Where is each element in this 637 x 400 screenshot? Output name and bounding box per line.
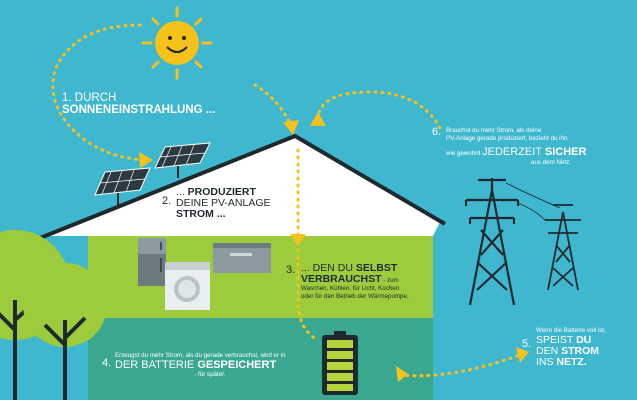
step6-number: 6. (432, 126, 442, 138)
step2-text: 2. ... PRODUZIERT DEINE PV-ANLAGE STROM … (162, 186, 271, 221)
step2-line1-bold: PRODUZIERT (187, 186, 256, 198)
step6-line4: aus dem Netz. (531, 159, 571, 167)
step1-text: 1. DURCH SONNENEINSTRAHLUNG ... (62, 92, 215, 116)
step6-text: 6. Brauchst du mehr Strom, als deine PV-… (432, 126, 587, 167)
step3-line1-bold: SELBST (355, 262, 398, 274)
step4-text: 4. Erzeugst du mehr Strom, als du gerade… (102, 352, 286, 379)
power-lines (505, 182, 561, 221)
power-tower-icon (464, 178, 520, 306)
step5-line1: SPEIST (536, 333, 577, 346)
step5-line3-bold: NETZ. (556, 355, 587, 368)
step5-line2-bold: STROM (561, 344, 600, 357)
house-lower-floor (88, 318, 433, 400)
step3-text: 3. ... DEN DU SELBST VERBRAUCHST - zum W… (286, 262, 409, 301)
step3-line2: VERBRAUCHST (301, 273, 382, 286)
step5-line3: INS (536, 355, 557, 368)
power-tower-icon (545, 204, 581, 291)
step3-line3: Waschen, Kühlen, für Licht, Kochen (301, 285, 400, 293)
house-roof (45, 138, 440, 236)
step3-line2-small: - zum (381, 277, 399, 285)
step5-line1-bold: DU (576, 333, 592, 346)
step1-number: 1. (62, 92, 72, 104)
step5-number: 5. (522, 338, 532, 350)
step1-line2: SONNENEINSTRAHLUNG ... (62, 104, 216, 117)
step1-line1: DURCH (74, 92, 117, 104)
step2-line2: DEINE PV-ANLAGE (176, 197, 271, 210)
step5-line2: DEN (536, 344, 562, 357)
step6-line3-bold: SICHER (544, 145, 587, 158)
step4-big-pre: DER BATTERIE (115, 358, 198, 371)
step3-line4: oder für den Betrieb der Wärmepumpe. (301, 292, 409, 300)
inverter-icon (213, 243, 271, 273)
step4-small1: Erzeugst du mehr Strom, als du gerade ve… (115, 352, 286, 359)
step2-line1-pre: ... (176, 186, 188, 198)
solar-panel-icon (154, 142, 211, 178)
step3-number: 3. (286, 264, 296, 276)
battery-icon (322, 331, 358, 395)
step6-line1: Brauchst du mehr Strom, als deine (446, 127, 542, 134)
step4-big-bold: GESPEICHERT (197, 358, 277, 371)
step6-line3-pre: wie gewohnt (446, 149, 483, 157)
tree-right (23, 263, 107, 400)
step5-text: 5. Wenn die Batterie voll ist, SPEIST DU… (522, 327, 606, 368)
step2-line3: STROM ... (176, 208, 226, 221)
step5-small: Wenn die Batterie voll ist, (536, 327, 606, 334)
solar-panel-icon (94, 167, 151, 206)
step6-line2: PV-Anlage gerade produziert, bezieht du … (446, 134, 568, 142)
step4-number: 4. (102, 357, 112, 369)
step4-small2: - für später. (194, 371, 226, 379)
step2-number: 2. (162, 195, 172, 207)
roof-edge (39, 134, 447, 240)
step3-line1-pre: ... DEN DU (301, 262, 356, 274)
washing-machine-icon (165, 262, 210, 310)
sun-icon (141, 6, 213, 80)
flow-arrows (51, 23, 522, 378)
step6-line3-big: JEDERZEIT (482, 145, 545, 158)
fridge-icon (138, 238, 166, 286)
arrow-heads (139, 112, 529, 382)
